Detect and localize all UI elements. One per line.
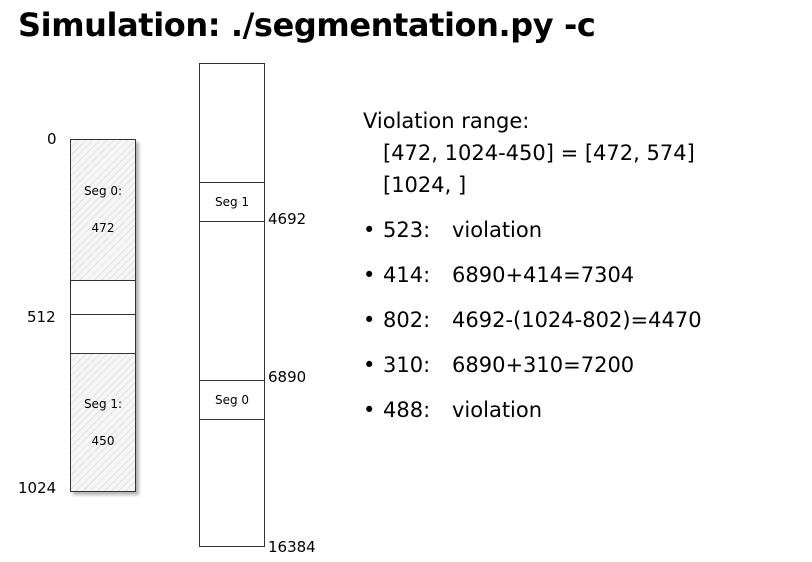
translation-result: 6890+414=7304 bbox=[452, 263, 635, 287]
page-title: Simulation: ./segmentation.py -c bbox=[18, 6, 596, 44]
virtual-midpoint-line bbox=[71, 314, 135, 315]
virtual-address-0-label: 0 bbox=[47, 130, 57, 148]
violation-range-title: Violation range: bbox=[363, 109, 530, 133]
virtual-seg1-region: Seg 1: 450 bbox=[71, 354, 135, 491]
virtual-seg1-boundary bbox=[71, 353, 135, 354]
bullet-icon: • bbox=[363, 353, 376, 377]
virtual-seg1-name: Seg 1: bbox=[83, 397, 123, 411]
translation-address: 488: bbox=[383, 398, 431, 422]
physical-seg0-block: Seg 0 bbox=[199, 380, 265, 420]
virtual-seg1-size: 450 bbox=[91, 434, 115, 448]
translation-result: violation bbox=[452, 218, 543, 242]
physical-seg1-base-label: 4692 bbox=[268, 210, 307, 228]
translation-address: 802: bbox=[383, 308, 431, 332]
virtual-seg0-boundary bbox=[71, 280, 135, 281]
bullet-icon: • bbox=[363, 398, 376, 422]
virtual-address-space: Seg 0: 472 Seg 1: 450 bbox=[70, 139, 136, 492]
translation-address: 310: bbox=[383, 353, 431, 377]
violation-range-line-2: [1024, ] bbox=[383, 173, 467, 197]
virtual-seg0-name: Seg 0: bbox=[83, 184, 123, 198]
physical-seg0-base-label: 6890 bbox=[268, 368, 307, 386]
translation-address: 414: bbox=[383, 263, 431, 287]
physical-memory: Seg 1 Seg 0 bbox=[199, 63, 265, 547]
translation-result: 4692-(1024-802)=4470 bbox=[452, 308, 702, 332]
physical-memory-size-label: 16384 bbox=[268, 538, 316, 556]
translation-address: 523: bbox=[383, 218, 431, 242]
virtual-address-512-label: 512 bbox=[27, 308, 56, 326]
bullet-icon: • bbox=[363, 218, 376, 242]
translation-result: 6890+310=7200 bbox=[452, 353, 635, 377]
violation-range-line-1: [472, 1024-450] = [472, 574] bbox=[383, 141, 695, 165]
translation-result: violation bbox=[452, 398, 543, 422]
virtual-seg0-region: Seg 0: 472 bbox=[71, 140, 135, 281]
physical-seg1-block: Seg 1 bbox=[199, 182, 265, 222]
bullet-icon: • bbox=[363, 308, 376, 332]
bullet-icon: • bbox=[363, 263, 376, 287]
virtual-seg0-size: 472 bbox=[91, 221, 115, 235]
virtual-address-1024-label: 1024 bbox=[18, 479, 57, 497]
